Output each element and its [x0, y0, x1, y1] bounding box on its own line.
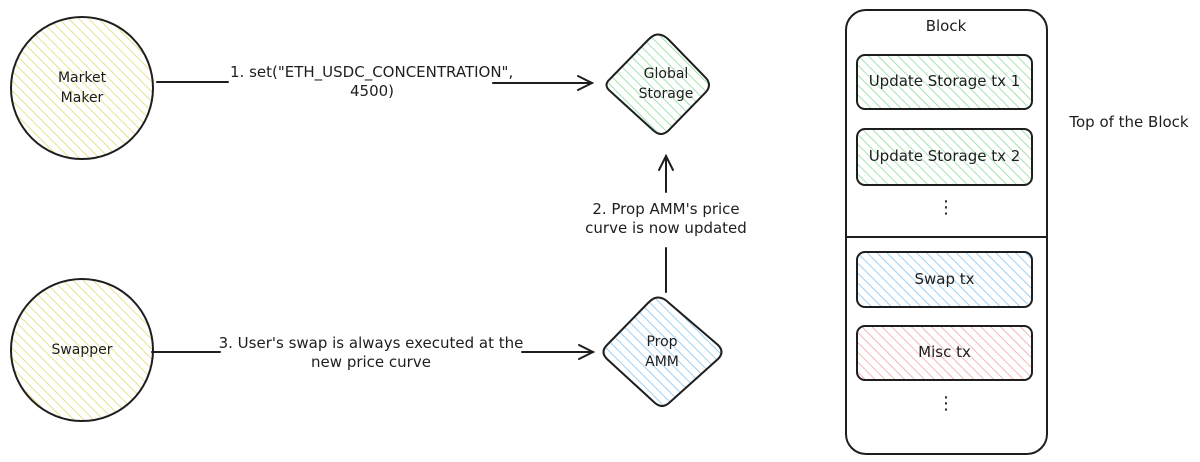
market-maker-line2: Maker	[60, 90, 104, 106]
tx-label-3: Swap tx	[914, 270, 975, 288]
global-storage-label: Global Storage	[616, 64, 716, 104]
prop-amm-line1: Prop	[646, 334, 678, 350]
block-ellipsis-bottom: ⋮	[937, 393, 955, 414]
tx-label-2: Update Storage tx 2	[868, 147, 1021, 165]
arrow-swap	[151, 344, 596, 360]
tx-update-storage-2	[856, 128, 1033, 186]
prop-amm-line2: AMM	[645, 354, 679, 370]
global-storage-line1: Global	[643, 66, 689, 82]
top-of-block-label: Top of the Block	[1069, 113, 1189, 131]
swapper-label: Swapper	[51, 342, 113, 358]
block-ellipsis-top: ⋮	[937, 197, 955, 218]
global-storage-line2: Storage	[638, 86, 694, 102]
prop-amm-label: Prop AMM	[612, 332, 712, 372]
market-maker-node	[10, 16, 154, 160]
tx-misc	[856, 325, 1033, 381]
swapper-node	[10, 278, 154, 422]
edge-set-label: 1. set("ETH_USDC_CONCENTRATION", 4500)	[222, 63, 522, 101]
global-storage-node	[605, 33, 710, 135]
edge-set-line2: 4500)	[349, 82, 395, 100]
tx-update-storage-1	[856, 54, 1033, 110]
tx-label-1: Update Storage tx 1	[868, 72, 1021, 90]
tx-swap	[856, 251, 1033, 308]
block-title: Block	[925, 17, 967, 35]
edge-set-line1: 1. set("ETH_USDC_CONCENTRATION",	[230, 63, 514, 81]
edge-swap-line1: 3. User's swap is always executed at the	[218, 334, 524, 352]
market-maker-label: Market Maker	[32, 68, 132, 108]
tx-label-4: Misc tx	[918, 343, 971, 361]
market-maker-line1: Market	[57, 70, 107, 86]
edge-updated-label: 2. Prop AMM's price curve is now updated	[576, 200, 756, 238]
edge-updated-line1: 2. Prop AMM's price	[592, 200, 740, 218]
prop-amm-node	[602, 296, 723, 407]
edge-swap-line2: new price curve	[311, 353, 431, 371]
edge-updated-line2: curve is now updated	[585, 219, 747, 237]
arrow-set	[156, 75, 595, 91]
edge-swap-label: 3. User's swap is always executed at the…	[214, 334, 528, 372]
arrow-updated	[658, 153, 674, 293]
